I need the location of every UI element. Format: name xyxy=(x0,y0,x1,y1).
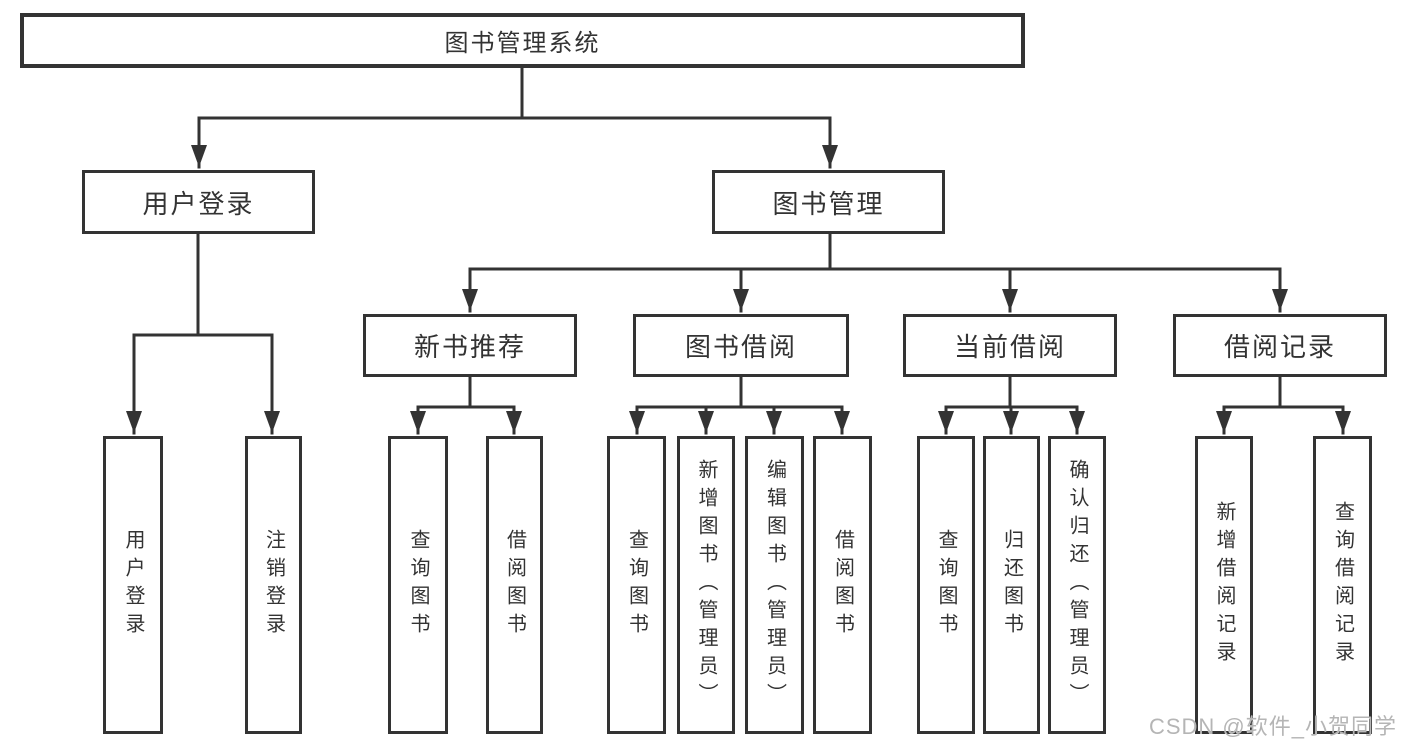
node-new-book-recommend: 新书推荐 xyxy=(363,314,577,377)
leaf-query-borrow-record-label: 查询借阅记录 xyxy=(1331,501,1354,669)
leaf-edit-book-admin-label: 编辑图书（管理员） xyxy=(763,459,786,711)
node-book-management: 图书管理 xyxy=(712,170,945,234)
leaf-logout-label: 注销登录 xyxy=(262,529,285,641)
node-book-borrow: 图书借阅 xyxy=(633,314,849,377)
leaf-query-books-borrow-label: 查询图书 xyxy=(625,529,648,641)
leaf-confirm-return-admin-label: 确认归还（管理员） xyxy=(1066,459,1088,711)
leaf-borrow-books-newbook: 借阅图书 xyxy=(486,436,543,734)
node-current-borrow: 当前借阅 xyxy=(903,314,1117,377)
leaf-add-book-admin-label: 新增图书（管理员） xyxy=(695,459,717,711)
leaf-query-books-current-label: 查询图书 xyxy=(935,529,957,641)
node-user-login: 用户登录 xyxy=(82,170,315,234)
leaf-query-books-borrow: 查询图书 xyxy=(607,436,666,734)
leaf-borrow-books-newbook-label: 借阅图书 xyxy=(503,529,526,641)
leaf-query-borrow-record: 查询借阅记录 xyxy=(1313,436,1372,734)
leaf-return-book-label: 归还图书 xyxy=(1000,529,1023,641)
leaf-logout: 注销登录 xyxy=(245,436,302,734)
leaf-confirm-return-admin: 确认归还（管理员） xyxy=(1048,436,1106,734)
leaf-add-borrow-record-label: 新增借阅记录 xyxy=(1213,501,1235,669)
leaf-query-books-newbook: 查询图书 xyxy=(388,436,448,734)
leaf-user-login-label: 用户登录 xyxy=(122,529,144,641)
leaf-user-login: 用户登录 xyxy=(103,436,163,734)
leaf-edit-book-admin: 编辑图书（管理员） xyxy=(745,436,804,734)
leaf-add-book-admin: 新增图书（管理员） xyxy=(677,436,735,734)
leaf-borrow-books-borrow-label: 借阅图书 xyxy=(831,529,854,641)
leaf-borrow-books-borrow: 借阅图书 xyxy=(813,436,872,734)
leaf-add-borrow-record: 新增借阅记录 xyxy=(1195,436,1253,734)
node-library-system: 图书管理系统 xyxy=(20,13,1025,68)
leaf-query-books-newbook-label: 查询图书 xyxy=(407,529,429,641)
leaf-query-books-current: 查询图书 xyxy=(917,436,975,734)
leaf-return-book: 归还图书 xyxy=(983,436,1040,734)
node-borrow-records: 借阅记录 xyxy=(1173,314,1387,377)
